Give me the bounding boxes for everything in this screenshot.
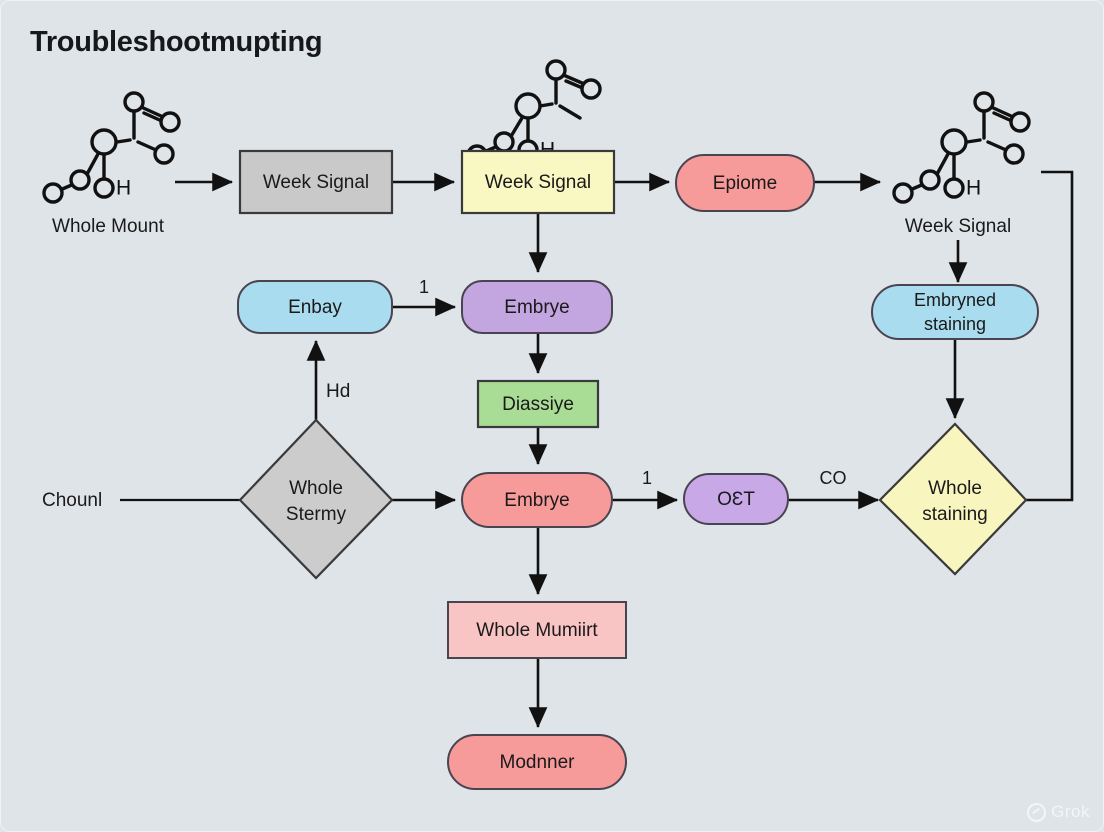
atom-o-top bbox=[123, 91, 145, 113]
atom-o-mid bbox=[493, 131, 515, 153]
node-label-whole-staining-line2: staining bbox=[922, 504, 988, 525]
node-label-epiome: Epiome bbox=[713, 173, 777, 194]
node-week-signal-yellow[interactable]: Week Signal bbox=[460, 149, 616, 215]
atom-o-top bbox=[973, 91, 995, 113]
node-embrye-red[interactable]: Embrye bbox=[461, 472, 613, 528]
atom-o-double bbox=[159, 111, 181, 133]
atom-c-center bbox=[90, 128, 118, 156]
atom-o-left bbox=[892, 182, 914, 204]
edge-label-embrye-ost: 1 bbox=[642, 468, 652, 488]
grok-ring-icon bbox=[1027, 802, 1047, 822]
node-whole-stermy[interactable]: Whole Stermy bbox=[238, 418, 394, 580]
atom-h-label: H bbox=[966, 177, 981, 200]
node-enbay[interactable]: Enbay bbox=[237, 280, 393, 334]
atom-o-left bbox=[42, 182, 64, 204]
node-label-week-signal-yellow: Week Signal bbox=[485, 172, 591, 193]
node-label-whole-staining-line1: Whole bbox=[928, 478, 982, 499]
node-label-embrye-purple: Embrye bbox=[504, 297, 569, 318]
node-week-signal-gray[interactable]: Week Signal bbox=[238, 149, 394, 215]
edge-label-enbay-embrye: 1 bbox=[419, 277, 429, 297]
edges-group bbox=[120, 170, 1074, 729]
node-label-embryned-staining-line2: staining bbox=[924, 314, 986, 334]
atom-c-center bbox=[514, 92, 542, 120]
atom-o-top bbox=[545, 59, 567, 81]
label-hd: Hd bbox=[326, 381, 350, 402]
atom-o-right bbox=[153, 143, 175, 165]
molecule-caption-week-signal: Week Signal bbox=[905, 216, 1011, 237]
molecule-middle: H bbox=[466, 59, 602, 166]
atom-h-label: H bbox=[116, 177, 131, 200]
node-label-embrye-red: Embrye bbox=[504, 490, 569, 511]
molecule-caption-whole-mount: Whole Mount bbox=[52, 216, 165, 237]
node-label-week-signal-gray: Week Signal bbox=[263, 172, 369, 193]
node-whole-mumiirt[interactable]: Whole Mumiirt bbox=[447, 601, 627, 659]
node-whole-staining[interactable]: Whole staining bbox=[878, 422, 1028, 576]
edge-label-ost-staining: CO bbox=[820, 468, 847, 488]
node-embrye-purple[interactable]: Embrye bbox=[461, 280, 613, 334]
atom-o-oh bbox=[943, 177, 965, 199]
atom-o-mid bbox=[69, 169, 91, 191]
node-label-modnner: Modnner bbox=[500, 752, 576, 773]
atom-o-double bbox=[580, 78, 602, 100]
free-labels-group: Chounl Hd bbox=[42, 381, 350, 511]
node-label-whole-stermy-line1: Whole bbox=[289, 478, 343, 499]
atom-c-center bbox=[940, 128, 968, 156]
atom-o-mid bbox=[919, 169, 941, 191]
atom-o-right bbox=[1003, 143, 1025, 165]
node-ost[interactable]: OƐT bbox=[683, 473, 789, 525]
page-title: Troubleshootmupting bbox=[30, 26, 323, 58]
node-label-embryned-staining-line1: Embryned bbox=[914, 290, 996, 310]
node-label-enbay: Enbay bbox=[288, 297, 342, 318]
molecule-week-signal: H Week Signal bbox=[892, 91, 1031, 237]
node-label-diassiye: Diassiye bbox=[502, 394, 574, 415]
edge-wholestaining-feedback bbox=[1026, 170, 1074, 502]
node-label-whole-mumiirt: Whole Mumiirt bbox=[476, 620, 598, 641]
node-modnner[interactable]: Modnner bbox=[447, 734, 627, 790]
atom-o-double bbox=[1009, 111, 1031, 133]
node-embryned-staining[interactable]: Embryned staining bbox=[871, 284, 1039, 340]
label-chounl: Chounl bbox=[42, 490, 102, 511]
node-epiome[interactable]: Epiome bbox=[675, 154, 815, 212]
atom-o-oh bbox=[93, 177, 115, 199]
node-label-whole-stermy-line2: Stermy bbox=[286, 504, 347, 525]
node-diassiye[interactable]: Diassiye bbox=[476, 379, 600, 429]
edge-labels-group: 1 1 CO bbox=[419, 277, 847, 488]
watermark-text: Grok bbox=[1051, 802, 1090, 821]
watermark: Grok bbox=[1027, 802, 1090, 822]
molecule-whole-mount: H Whole Mount bbox=[42, 91, 181, 237]
node-label-ost: OƐT bbox=[717, 489, 755, 510]
